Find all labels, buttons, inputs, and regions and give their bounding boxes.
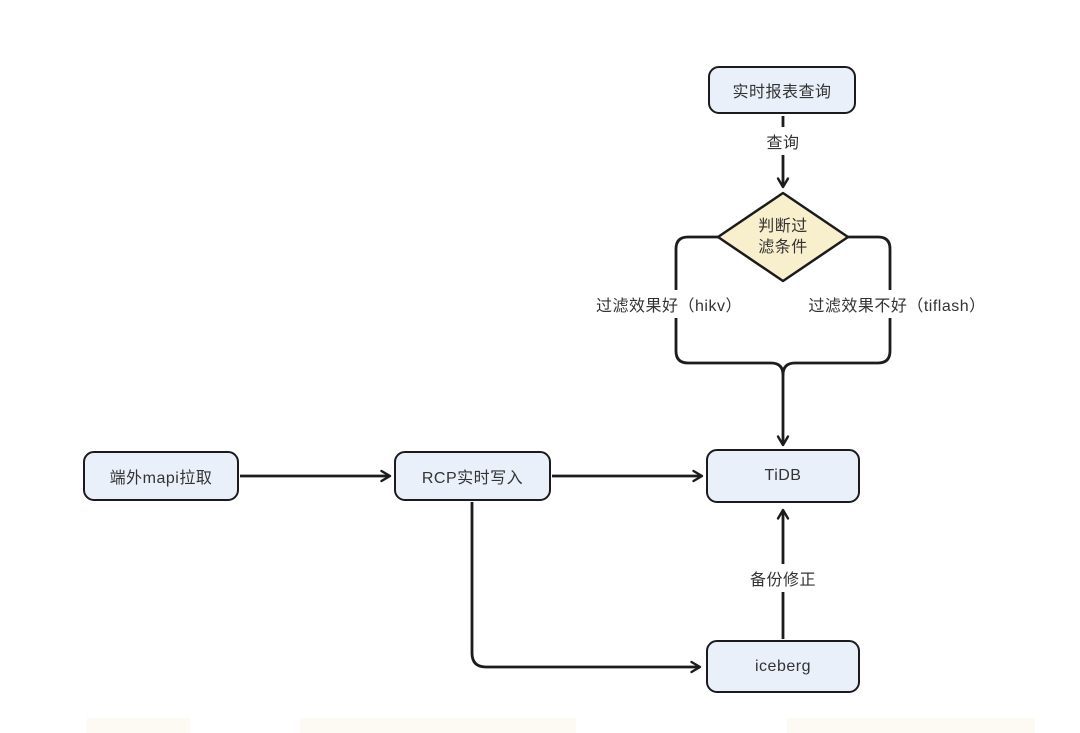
node-iceberg-label: iceberg — [755, 657, 811, 675]
decision-diamond-shape — [716, 191, 850, 283]
node-decision-label: 判断过 滤条件 — [758, 216, 808, 258]
edge-decision-right-branch — [781, 235, 892, 376]
bottom-edge-artifact — [787, 718, 1035, 733]
decision-label-line2: 滤条件 — [758, 239, 808, 256]
edge-rcpwrite-to-iceberg — [470, 502, 702, 674]
node-rcp-write-label: RCP实时写入 — [421, 470, 524, 487]
edge-label-query: 查询 — [760, 127, 806, 155]
node-report-query-label: 实时报表查询 — [732, 84, 832, 101]
bottom-edge-artifact — [87, 718, 190, 733]
node-tidb-label: TiDB — [764, 467, 802, 484]
node-mapi-pull-label: 端外mapi拉取 — [109, 470, 213, 487]
node-tidb: TiDB — [706, 449, 860, 503]
node-report-query: 实时报表查询 — [708, 66, 856, 114]
bottom-edge-artifact — [300, 718, 576, 733]
node-iceberg: iceberg — [706, 640, 860, 693]
node-mapi-pull: 端外mapi拉取 — [83, 451, 239, 501]
edge-label-backup-fix: 备份修正 — [743, 564, 823, 592]
edge-label-filter-good: 过滤效果好（hikv） — [590, 290, 748, 318]
node-rcp-write: RCP实时写入 — [394, 451, 551, 501]
edge-label-filter-bad: 过滤效果不好（tiflash） — [802, 290, 992, 318]
decision-label-line1: 判断过 — [758, 218, 808, 235]
edge-decision-left-branch — [674, 235, 785, 376]
